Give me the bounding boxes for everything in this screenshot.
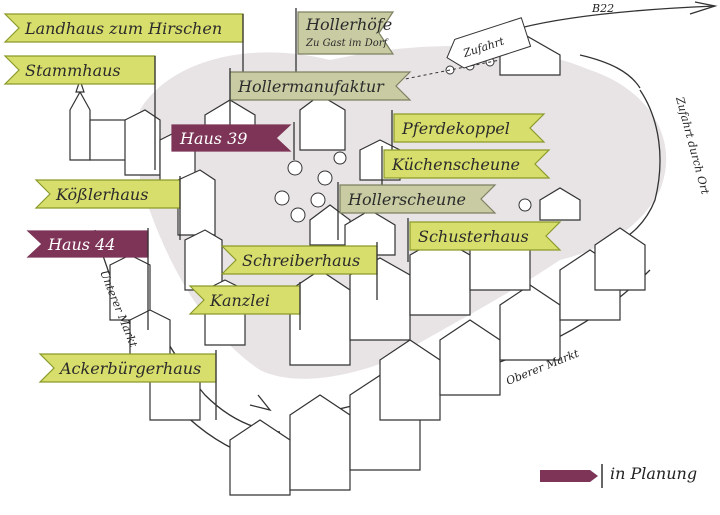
road-label-b22: B22	[591, 2, 614, 15]
flag-hollerhoefe-label: Hollerhöfe	[305, 15, 392, 34]
flag-schusterhaus: Schusterhaus	[407, 218, 562, 262]
flag-kuechenscheune: Küchenscheune	[381, 146, 551, 200]
flag-hollerhoefe: Hollerhöfe Zu Gast im Dorf	[295, 8, 395, 100]
flag-kuechenscheune-shape	[383, 149, 551, 179]
flag-koesslerhaus-shape	[34, 179, 181, 209]
road-label-zufahrt-ort: Zufahrt durch Ort	[673, 94, 712, 196]
flag-schusterhaus-shape	[409, 221, 562, 251]
flag-haus44-label: Haus 44	[47, 235, 115, 254]
flag-landhaus-label: Landhaus zum Hirschen	[24, 19, 222, 38]
flag-hollermanufaktur-label: Hollermanufaktur	[237, 77, 385, 96]
flag-stammhaus-shape	[3, 55, 156, 85]
flag-haus44: Haus 44	[26, 228, 149, 330]
zufahrt-sign: Zufahrt	[446, 17, 532, 69]
flag-kuechenscheune-label: Küchenscheune	[391, 155, 520, 174]
flag-landhaus-shape	[3, 13, 244, 43]
flag-kanzlei-shape	[188, 285, 301, 315]
flag-schusterhaus-label: Schusterhaus	[418, 227, 529, 246]
trees	[274, 57, 532, 223]
flag-pferdekoppel-label: Pferdekoppel	[401, 119, 510, 138]
legend-planned-label: in Planung	[610, 464, 698, 483]
flag-koesslerhaus-label: Kößlerhaus	[55, 185, 148, 204]
flag-hollermanufaktur: Hollermanufaktur	[229, 68, 412, 130]
flag-schreiberhaus-label: Schreiberhaus	[242, 251, 360, 270]
flag-haus39: Haus 39	[171, 122, 295, 160]
flag-ackerbuergerhaus: Ackerbürgerhaus	[38, 350, 217, 420]
flag-pferdekoppel-shape	[393, 113, 546, 143]
flag-koesslerhaus: Kößlerhaus	[34, 176, 181, 240]
fence	[399, 59, 501, 81]
flag-kanzlei-label: Kanzlei	[209, 291, 270, 310]
flag-ackerbuergerhaus-label: Ackerbürgerhaus	[58, 359, 201, 378]
flag-stammhaus-label: Stammhaus	[25, 61, 121, 80]
flag-hollerhoefe-shape	[297, 11, 395, 55]
flag-pferdekoppel: Pferdekoppel	[391, 110, 546, 150]
flag-hollerscheune-shape	[339, 184, 497, 214]
flag-ackerbuergerhaus-shape	[38, 353, 217, 383]
flag-stammhaus: Stammhaus	[3, 55, 156, 170]
flag-hollerscheune-label: Hollerscheune	[347, 190, 466, 209]
flag-hollerhoefe-sublabel: Zu Gast im Dorf	[305, 38, 390, 49]
legend: in Planung	[540, 462, 715, 490]
flag-kanzlei: Kanzlei	[188, 282, 301, 330]
flag-schreiberhaus: Schreiberhaus	[220, 242, 378, 300]
flag-haus44-shape	[26, 230, 149, 258]
legend-planned-flag	[540, 464, 603, 488]
flag-schreiberhaus-shape	[220, 245, 378, 275]
flag-hollerscheune: Hollerscheune	[337, 182, 497, 240]
flag-haus39-shape	[171, 124, 292, 152]
flag-landhaus: Landhaus zum Hirschen	[3, 13, 244, 100]
flag-haus39-label: Haus 39	[179, 129, 247, 148]
